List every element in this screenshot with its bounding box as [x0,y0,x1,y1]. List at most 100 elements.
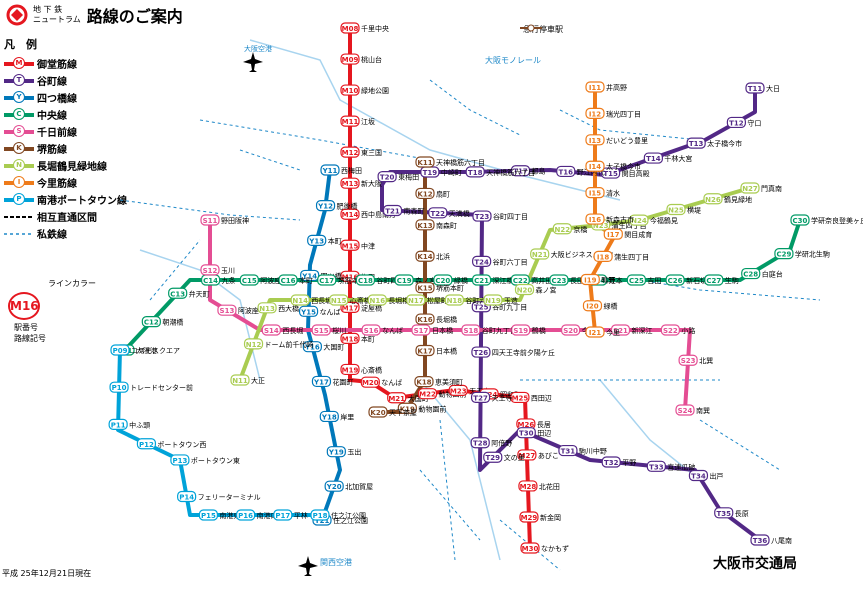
station-C18[interactable]: C18谷町四丁目 [355,274,411,286]
station-I17[interactable]: I17関目成育 [603,228,652,240]
station-N25[interactable]: N25横堤 [666,203,701,216]
station-S16[interactable]: S16なんば [361,324,403,336]
station-M15[interactable]: M15中津 [340,239,375,251]
station-I14[interactable]: I14太子橋今市 [585,160,641,172]
station-K14[interactable]: K14北浜 [415,250,450,262]
station-T21[interactable]: T21南森町 [382,204,425,217]
station-M08[interactable]: M08千里中央 [340,22,389,34]
station-N26[interactable]: N26鶴見緑地 [703,193,752,205]
station-N24[interactable]: N24今福鶴見 [629,214,678,226]
station-C17[interactable]: C17堺筋本町 [317,274,366,286]
station-T15[interactable]: T15関目高殿 [600,167,650,179]
station-I12[interactable]: I12瑞光四丁目 [585,107,641,120]
station-M21[interactable]: M21大国町 [387,392,429,404]
station-S18[interactable]: S18谷町九丁目 [461,324,517,336]
station-C26[interactable]: C26新石切 [665,274,707,286]
station-M29[interactable]: M29新金岡 [519,511,561,523]
station-T29[interactable]: T29文の里 [483,451,525,463]
station-Y12[interactable]: Y12肥後橋 [315,200,358,212]
station-Y15[interactable]: Y15なんば [298,305,341,317]
station-K11[interactable]: K11天神橋筋六丁目 [415,156,485,168]
station-C15[interactable]: C15阿波座 [239,274,281,286]
station-S19[interactable]: S19鶴橋 [511,324,546,336]
station-N11[interactable]: N11大正 [230,374,265,386]
station-Y18[interactable]: Y18岸里 [319,410,354,423]
station-I19[interactable]: I19鴫野 [580,273,615,286]
station-T14[interactable]: T14千林大宮 [643,152,692,164]
station-N27[interactable]: N27門真南 [740,182,782,194]
station-C21[interactable]: C21深江橋 [471,274,514,286]
station-Y17[interactable]: Y17花園町 [311,375,353,388]
station-N12[interactable]: N12ドーム前千代崎 [243,338,314,350]
station-I15[interactable]: I15清水 [585,187,620,199]
station-T12[interactable]: T12守口 [726,116,761,129]
station-S23[interactable]: S23北巽 [678,354,713,366]
station-N19[interactable]: N19玉造 [483,294,518,306]
station-K12[interactable]: K12扇町 [415,187,450,200]
station-C28[interactable]: C28白庭台 [741,267,783,280]
station-M30[interactable]: M30なかもず [520,542,569,554]
station-Y11[interactable]: Y11西梅田 [320,164,362,176]
station-Y13[interactable]: Y13本町 [307,234,342,247]
station-N15[interactable]: N15心斎橋 [329,294,371,306]
station-T35[interactable]: T35長原 [714,507,749,519]
station-S13[interactable]: S13阿波座 [217,304,259,316]
station-P13[interactable]: P13ポートタウン東 [170,454,240,466]
station-C19[interactable]: C19森ノ宮 [394,274,436,286]
station-T34[interactable]: T34出戸 [688,469,723,482]
station-T27[interactable]: T27天王寺 [470,391,513,403]
station-N21[interactable]: N21大阪ビジネスパーク [530,248,614,260]
station-C27[interactable]: C27生駒 [704,274,739,286]
station-T32[interactable]: T32平野 [601,456,636,468]
station-C25[interactable]: C25吉田 [626,274,661,286]
station-T22[interactable]: T22天満橋 [428,207,470,219]
station-K17[interactable]: K17日本橋 [415,344,457,357]
station-S14[interactable]: S14西長堀 [261,324,303,336]
station-T24[interactable]: T24谷町六丁目 [472,255,528,268]
station-K13[interactable]: K13南森町 [415,219,457,231]
station-T13[interactable]: T13太子橋今市 [686,137,742,149]
station-C23[interactable]: C23長田 [549,274,584,286]
station-M20[interactable]: M20なんば [360,376,402,388]
station-M27[interactable]: M27あびこ [517,449,559,461]
station-M10[interactable]: M10緑地公園 [340,84,389,96]
station-P16[interactable]: P16南港口 [235,509,278,521]
station-P18[interactable]: P18住之江公園 [310,509,366,521]
station-I20[interactable]: I20緑橋 [582,300,617,312]
station-C16[interactable]: C16本町 [278,274,313,286]
station-M11[interactable]: M11江坂 [340,115,375,127]
station-T26[interactable]: T26四天王寺前夕陽ケ丘 [471,346,555,358]
station-T23[interactable]: T23谷町四丁目 [472,210,528,222]
station-Y16[interactable]: Y16大国町 [302,341,344,353]
station-P12[interactable]: P12ポートタウン西 [136,438,206,450]
station-T33[interactable]: T33喜連瓜破 [646,460,695,472]
station-I11[interactable]: I11井高野 [585,81,627,93]
station-I16[interactable]: I16新森古市 [585,213,634,225]
station-T28[interactable]: T28阿倍野 [470,437,512,449]
station-P11[interactable]: P11中ふ頭 [108,418,150,430]
station-K15[interactable]: K15堺筋本町 [415,282,464,294]
station-M12[interactable]: M12東三国 [340,146,382,158]
station-C14[interactable]: C14九条 [200,274,236,286]
station-M18[interactable]: M18本町 [340,332,375,344]
station-P10[interactable]: P10トレードセンター前 [109,381,193,393]
station-P09[interactable]: P09コスモスクエア [110,344,180,356]
station-C22[interactable]: C22高井田 [510,274,552,286]
station-N13[interactable]: N13西大橋 [257,302,299,314]
station-I18[interactable]: I18蒲生四丁目 [593,250,649,263]
station-I21[interactable]: I21今里 [585,326,620,338]
station-S17[interactable]: S17日本橋 [411,324,453,336]
station-Y19[interactable]: Y19玉出 [326,446,361,458]
station-T36[interactable]: T36八尾南 [750,534,792,546]
station-S21[interactable]: S21新深江 [610,324,653,336]
station-N17[interactable]: N17松屋町 [406,294,448,306]
station-K18[interactable]: K18恵美須町 [414,376,463,388]
station-T17[interactable]: T17都島 [510,165,546,177]
station-Y20[interactable]: Y20北加賀屋 [324,480,373,492]
station-C29[interactable]: C29学研北生駒 [774,248,830,260]
station-T30[interactable]: T30田辺 [516,427,551,439]
station-M28[interactable]: M28北花田 [518,480,560,492]
station-S24[interactable]: S24南巽 [675,404,710,416]
station-P15[interactable]: P15南港東 [198,509,240,521]
station-M14[interactable]: M14西中島南方 [340,208,396,220]
